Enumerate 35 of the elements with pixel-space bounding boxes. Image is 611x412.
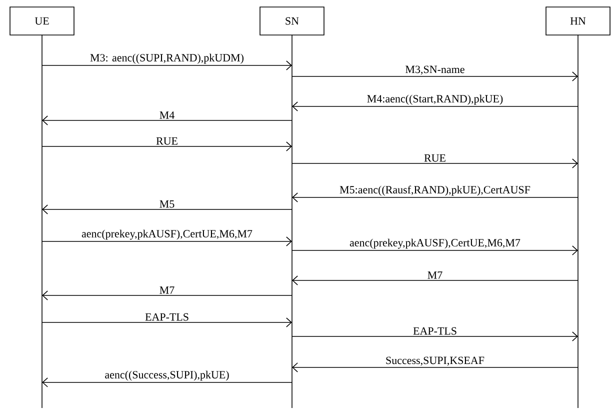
arrow xyxy=(292,158,578,168)
edge-label: M4:aenc((Start,RAND),pkUE) xyxy=(367,94,503,105)
arrow xyxy=(292,72,578,82)
edge-label: EAP-TLS xyxy=(145,313,188,321)
edge-label: aenc(prekey,pkAUSF),CertUE,M6,M7 xyxy=(82,230,252,240)
edge-label: M7 xyxy=(428,272,442,279)
edge-label: M4 xyxy=(160,111,174,119)
arrow xyxy=(42,378,292,388)
edge-label: aenc((Success,SUPI),pkUE) xyxy=(105,370,229,381)
edge-label: EAP-TLS xyxy=(413,327,456,335)
arrow xyxy=(42,318,292,328)
participant-box: UE xyxy=(10,6,74,36)
edge-label: M3: aenc((SUPI,RAND),pkUDM) xyxy=(90,54,244,64)
edge-label: M5:aenc((Rausf,RAND),pkUE),CertAUSF xyxy=(340,186,530,196)
arrow xyxy=(42,290,292,300)
participant-box: HN xyxy=(546,6,610,36)
arrow xyxy=(42,116,292,126)
edge-label: Success,SUPI,KSEAF xyxy=(386,356,484,366)
edge-label: RUE xyxy=(424,154,446,162)
arrow xyxy=(292,332,578,342)
arrow xyxy=(292,246,578,256)
edge-label: M7 xyxy=(160,286,174,294)
arrow xyxy=(292,362,578,372)
arrow xyxy=(42,60,292,70)
edge-label: RUE xyxy=(156,137,178,145)
edge-label: M3,SN-name xyxy=(406,66,464,75)
arrow xyxy=(42,204,292,214)
arrow xyxy=(42,236,292,246)
edge-label: aenc(prekey,pkAUSF),CertUE,M6,M7 xyxy=(350,238,520,249)
arrow xyxy=(42,142,292,152)
arrow xyxy=(292,276,578,286)
participant-box: SN xyxy=(260,6,324,36)
edge-label: M5 xyxy=(160,200,174,208)
arrow xyxy=(292,102,578,112)
arrow xyxy=(292,192,578,202)
